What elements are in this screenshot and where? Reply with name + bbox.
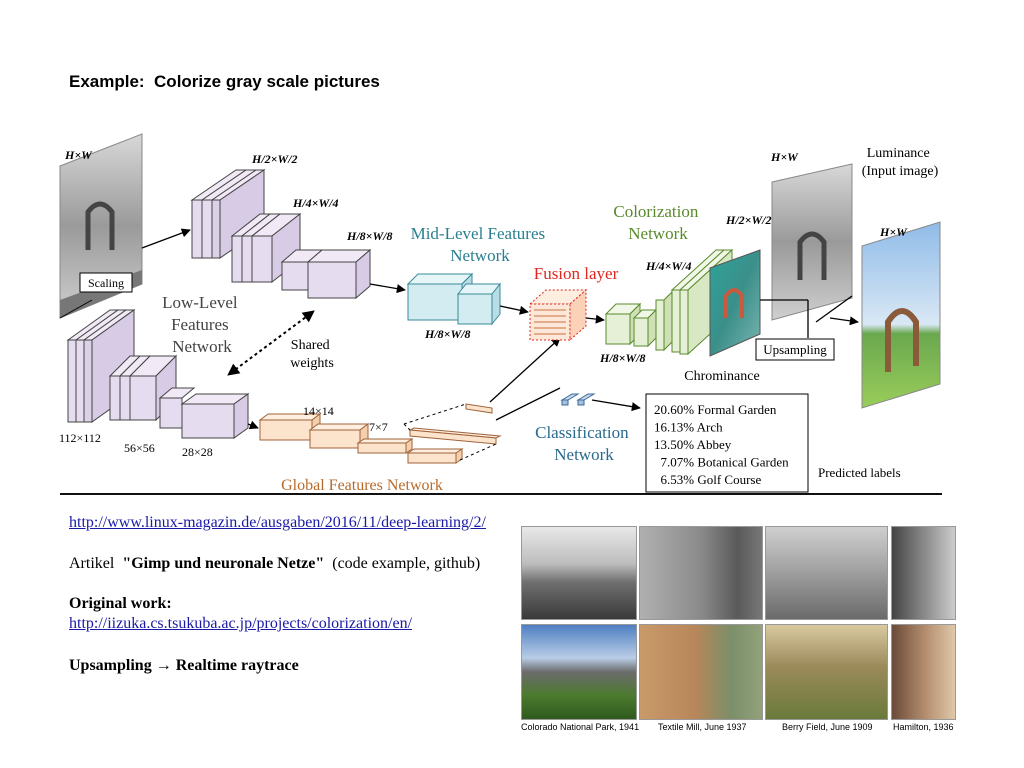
- prediction-item: 13.50% Abbey: [654, 437, 732, 452]
- upsampling-box: [755, 338, 835, 361]
- low-level-features-label: Low-Level Features Network: [162, 293, 242, 356]
- photo-berry-field-gray: [765, 526, 888, 620]
- dim-label-h8w8-color: H/8×W/8: [599, 351, 646, 365]
- dim-label-output: H×W: [879, 225, 908, 239]
- chrominance-image: [709, 249, 761, 357]
- photo-colorado-gray: [521, 526, 637, 620]
- caption-berry-field: Berry Field, June 1909: [782, 722, 873, 732]
- photo-textile-mill-color: [639, 624, 763, 720]
- upsampling-realtime-line: Upsampling → Realtime raytrace: [69, 657, 299, 674]
- mid-level-blocks: [406, 272, 502, 326]
- fusion-layer-label: Fusion layer: [534, 264, 619, 283]
- dim-label-h8w8-top: H/8×W/8: [346, 229, 393, 243]
- page-heading: Example: Colorize gray scale pictures: [69, 72, 380, 91]
- low-level-top-blocks: [190, 169, 372, 300]
- caption-textile-mill: Textile Mill, June 1937: [658, 722, 747, 732]
- linux-magazin-link[interactable]: http://www.linux-magazin.de/ausgaben/201…: [69, 514, 486, 531]
- low-level-bottom-blocks: [66, 309, 250, 439]
- classification-line-2: Network: [554, 445, 614, 464]
- low-level-line-2: Features: [171, 315, 229, 334]
- shared-weights-label: Shared weights: [290, 338, 334, 371]
- dim-label-h2w2-color: H/2×W/2: [725, 213, 772, 227]
- mid-level-line-1: Mid-Level Features: [411, 224, 546, 243]
- photo-hamilton-gray: [891, 526, 956, 620]
- luminance-gray-image: [771, 163, 853, 321]
- prediction-item: 6.53% Golf Course: [654, 472, 761, 487]
- luminance-line-2: (Input image): [862, 164, 939, 179]
- dim-label-14: 14×14: [303, 404, 334, 418]
- dim-label-h4w4-color: H/4×W/4: [645, 259, 692, 273]
- prediction-item: 16.13% Arch: [654, 420, 723, 435]
- global-features-blocks: [258, 403, 502, 464]
- shared-line-2: weights: [290, 356, 334, 371]
- article-line: Artikel "Gimp und neuronale Netze" (code…: [69, 555, 480, 573]
- photo-hamilton-color: [891, 624, 956, 720]
- dim-label-56: 56×56: [124, 441, 155, 455]
- low-level-line-3: Network: [172, 337, 232, 356]
- predictions-list: 20.60% Formal Garden 16.13% Arch 13.50% Ab…: [654, 402, 789, 487]
- colorization-network-label: Colorization Network: [613, 202, 702, 243]
- low-level-line-1: Low-Level: [162, 293, 238, 312]
- prediction-item: 7.07% Botanical Garden: [654, 455, 789, 470]
- colorization-line-1: Colorization: [613, 202, 698, 221]
- mid-level-line-2: Network: [450, 246, 510, 265]
- classification-network-label: Classification Network: [535, 423, 633, 464]
- caption-hamilton: Hamilton, 1936: [893, 722, 954, 732]
- scaling-label: Scaling: [88, 276, 124, 290]
- dim-label-28: 28×28: [182, 445, 213, 459]
- colorization-architecture-diagram: H×W Scaling H/2×W/2 H/4×W/4 H/8×W/8 Low-…: [59, 133, 941, 494]
- dim-label-input: H×W: [64, 148, 93, 162]
- predicted-labels-caption: Predicted labels: [818, 465, 901, 480]
- luminance-line-1: Luminance: [867, 146, 930, 161]
- article-prefix: Artikel: [69, 555, 123, 572]
- luminance-label: Luminance (Input image): [862, 146, 939, 179]
- photo-colorado-color: [521, 624, 637, 720]
- original-work-label: Original work:: [69, 595, 172, 612]
- mid-level-features-label: Mid-Level Features Network: [411, 224, 550, 265]
- article-suffix: (code example, github): [324, 555, 481, 572]
- scaling-box: [79, 272, 133, 293]
- dim-label-7: 7×7: [369, 420, 388, 434]
- iizuka-link[interactable]: http://iizuka.cs.tsukuba.ac.jp/projects/…: [69, 615, 413, 632]
- photo-textile-mill-gray: [639, 526, 763, 620]
- chrominance-label: Chrominance: [684, 369, 759, 384]
- photo-berry-field-color: [765, 624, 888, 720]
- dim-label-h8w8-mid: H/8×W/8: [424, 327, 471, 341]
- upsampling-label: Upsampling: [763, 342, 827, 357]
- fusion-layer-block: [528, 288, 588, 342]
- dim-label-h2w2-top: H/2×W/2: [251, 152, 298, 166]
- dim-label-112: 112×112: [59, 431, 101, 445]
- iizuka-link-line: http://iizuka.cs.tsukuba.ac.jp/projects/…: [69, 615, 412, 633]
- prediction-item: 20.60% Formal Garden: [654, 402, 777, 417]
- output-color-image: [861, 221, 941, 409]
- shared-line-1: Shared: [291, 338, 330, 353]
- article-title: "Gimp und neuronale Netze": [122, 555, 325, 572]
- dim-label-luminance: H×W: [770, 150, 799, 164]
- classification-blocks: [560, 393, 596, 406]
- linux-magazin-link-line: http://www.linux-magazin.de/ausgaben/201…: [69, 514, 486, 532]
- divider-line: [60, 493, 942, 495]
- classification-line-1: Classification: [535, 423, 629, 442]
- global-features-label: Global Features Network: [281, 477, 443, 494]
- shared-weights-arrow: [227, 310, 315, 376]
- caption-colorado: Colorado National Park, 1941: [521, 722, 640, 732]
- predictions-box: [645, 393, 809, 493]
- colorization-line-2: Network: [628, 224, 688, 243]
- dim-label-h4w4-top: H/4×W/4: [292, 196, 339, 210]
